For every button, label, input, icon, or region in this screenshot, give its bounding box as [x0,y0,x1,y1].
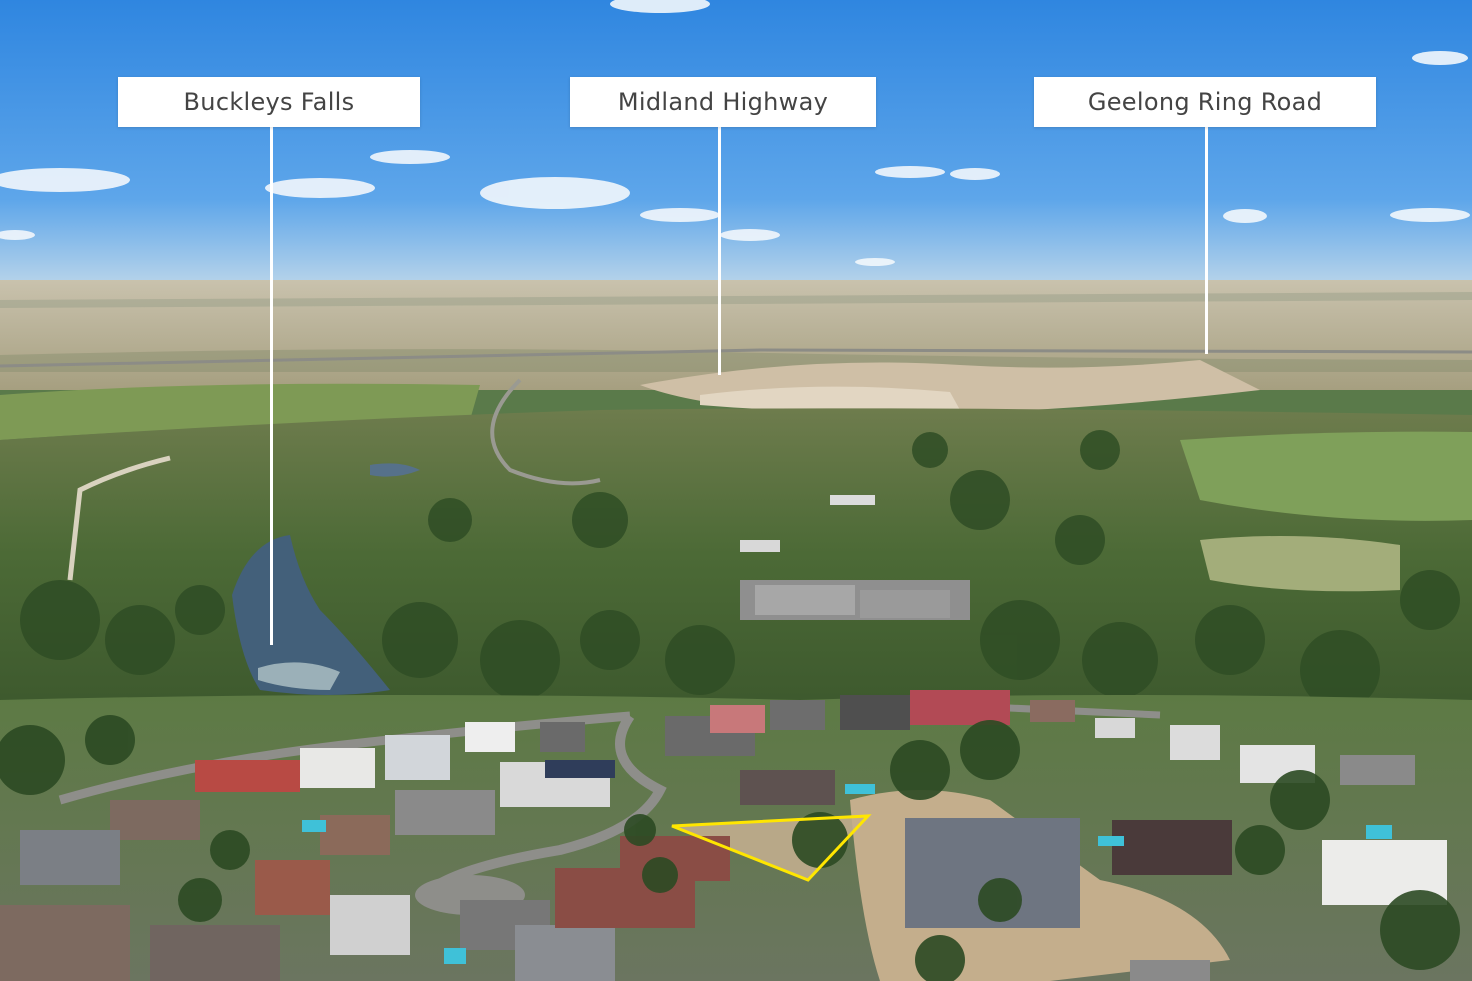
lot-outline [671,814,872,882]
midland-highway-pointer [718,127,721,375]
mill-buildings [740,495,970,620]
foreground-trees [0,715,1460,981]
geelong-ring-road-text: Geelong Ring Road [1087,88,1323,116]
geelong-ring-road-label: Geelong Ring Road [1034,77,1376,127]
midland-highway-text: Midland Highway [617,88,829,116]
buckleys-falls-text: Buckleys Falls [183,88,355,116]
geelong-ring-road-pointer [1205,127,1208,354]
pools [302,784,1392,964]
clouds [0,0,1470,266]
tree-clumps [20,430,1460,710]
sky [0,0,1472,285]
midland-highway-label: Midland Highway [570,77,876,127]
highway [0,348,1472,368]
buckleys-falls-label: Buckleys Falls [118,77,420,127]
houses [0,690,1447,981]
buckleys-falls-pointer [270,127,273,645]
